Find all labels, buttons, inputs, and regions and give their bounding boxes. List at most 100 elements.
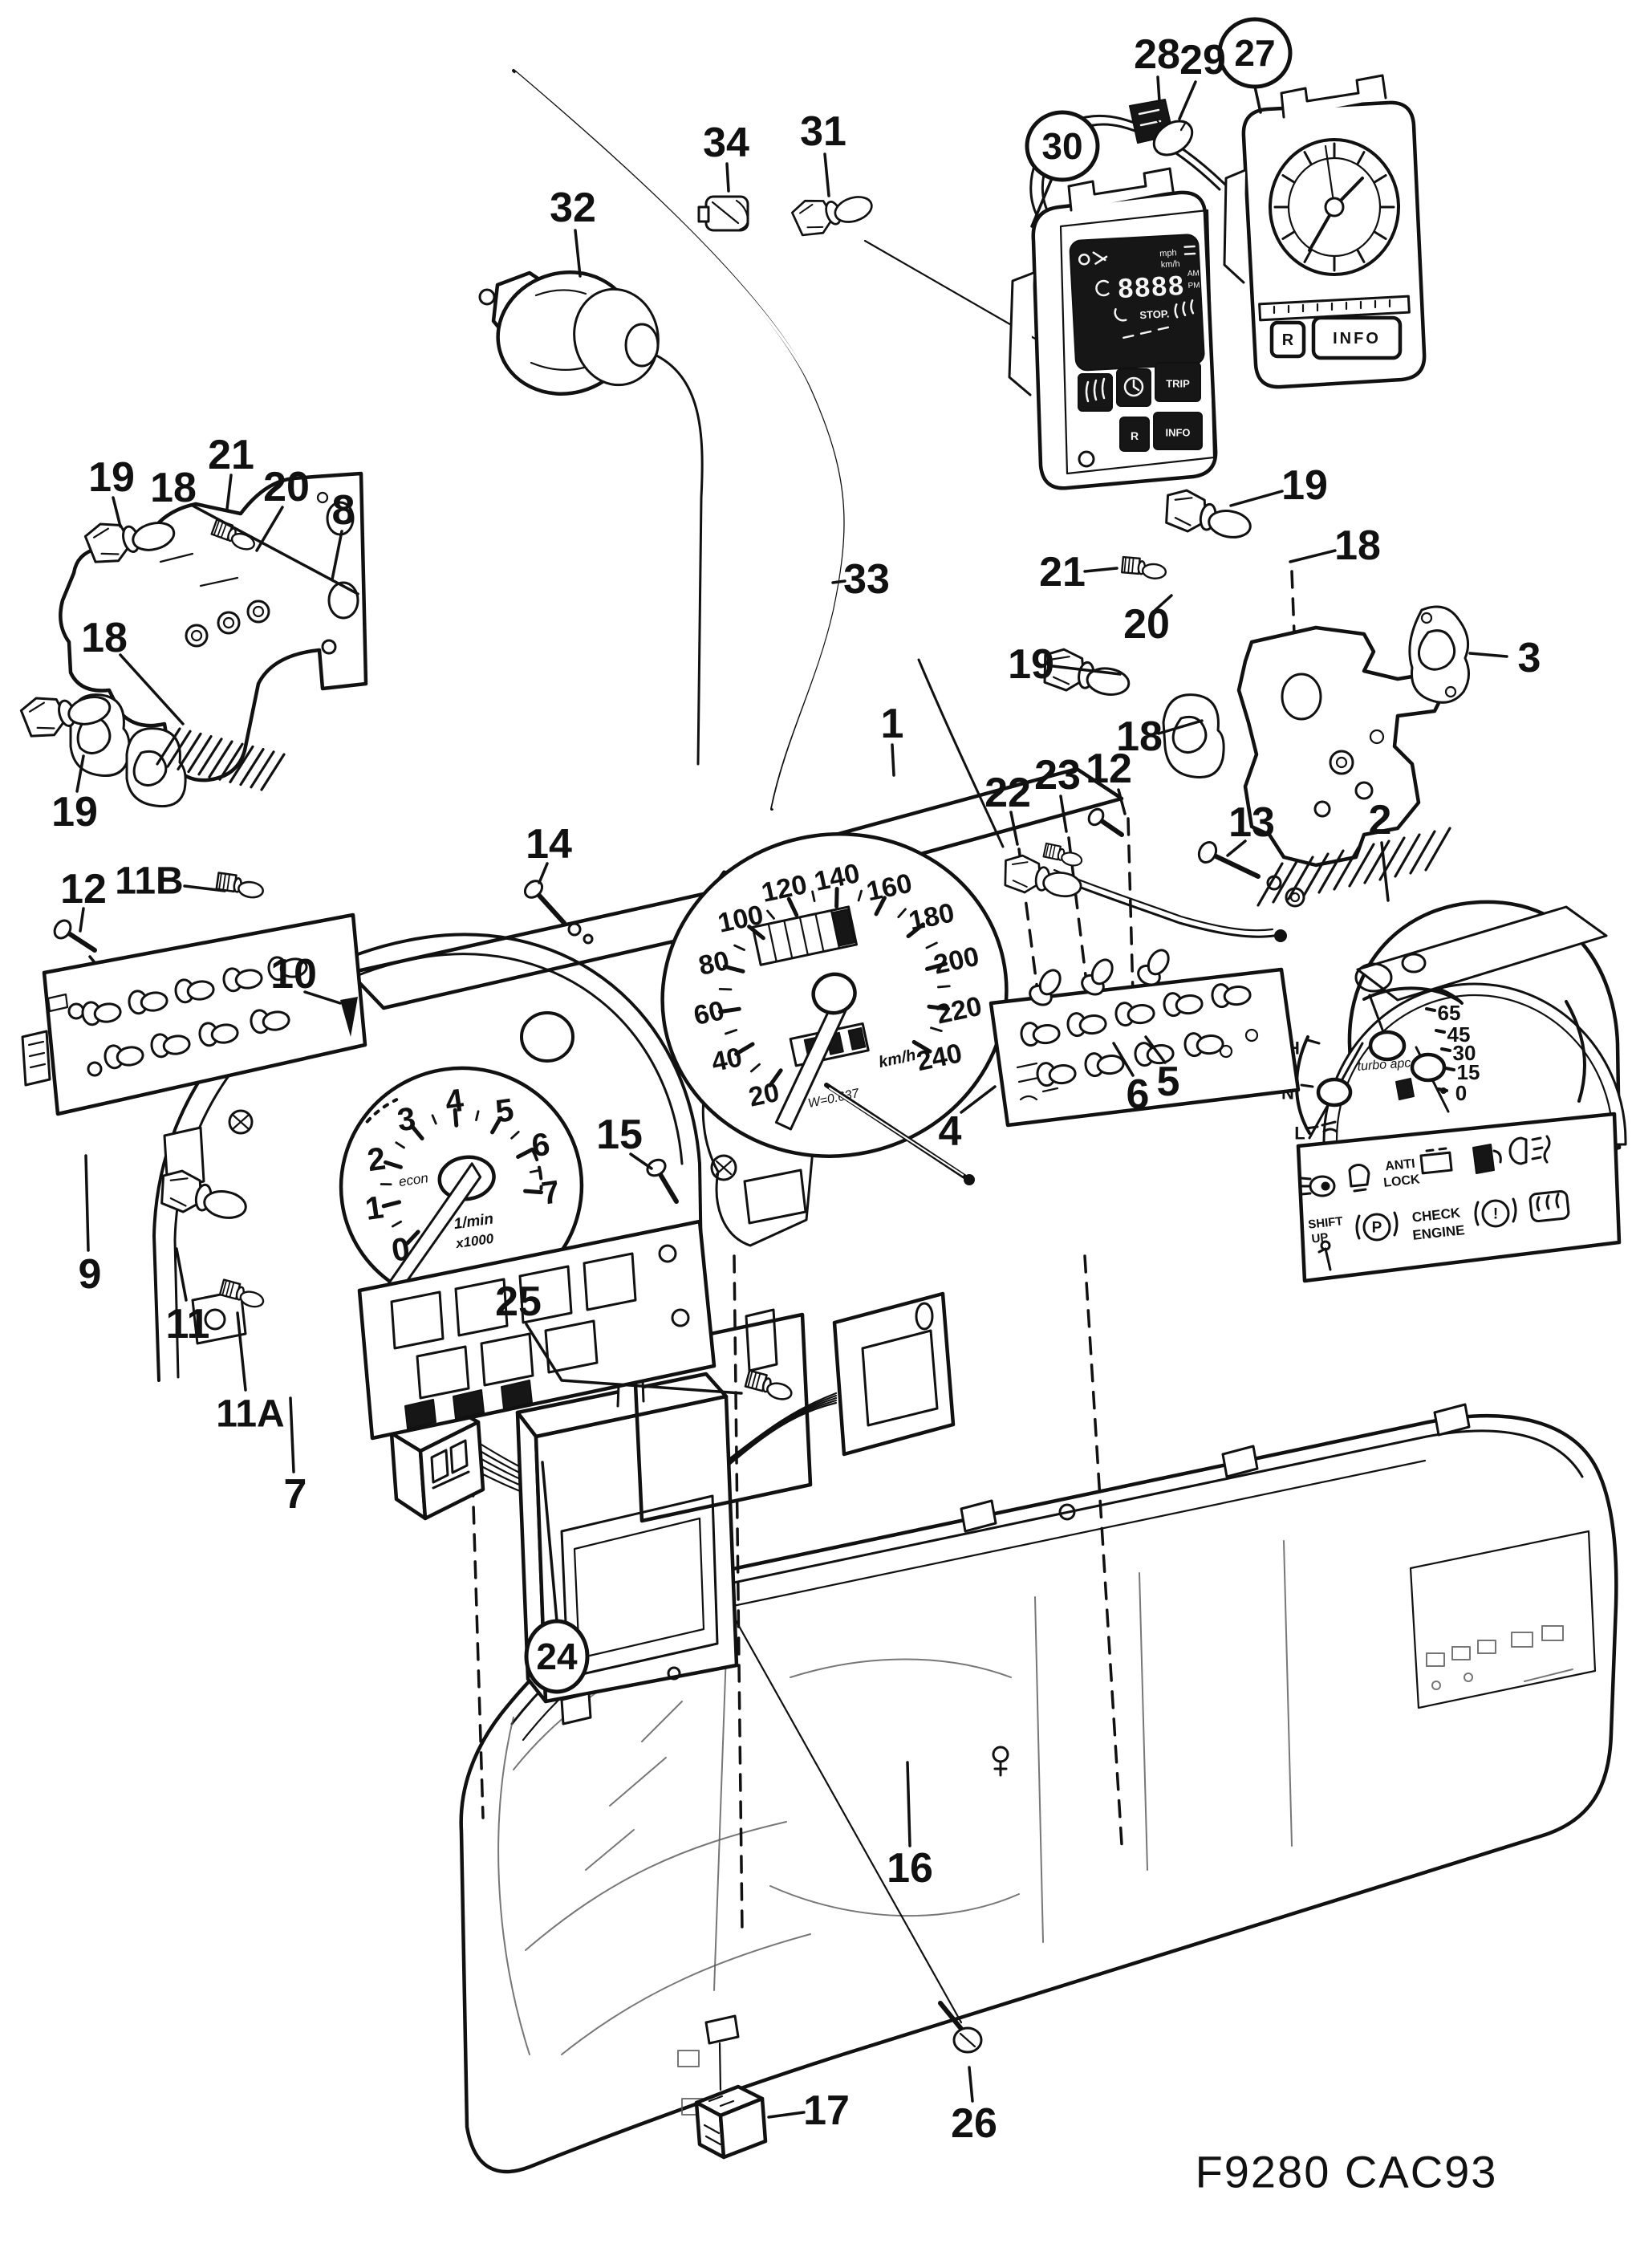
pcb-bulb: [250, 1009, 290, 1034]
instrument-bulb-31: [863, 239, 1037, 340]
callout-24: 24: [524, 1461, 590, 1694]
speedometer-cable: [512, 69, 1005, 848]
callout-17: 17: [767, 2087, 850, 2134]
callout-label-17: 17: [803, 2087, 850, 2134]
callout-label-18: 18: [81, 615, 128, 661]
callout-label-11A: 11A: [216, 1393, 284, 1436]
sid-pm: PM: [1187, 281, 1200, 291]
callout-label-14: 14: [526, 821, 572, 868]
callout-23: 23: [1034, 752, 1081, 833]
bulb-socket: [160, 1169, 247, 1219]
pcb-bulb: [267, 956, 308, 982]
callout-label-1: 1: [881, 701, 904, 747]
callout-label-5: 5: [1157, 1059, 1180, 1105]
callout-3: 3: [1468, 635, 1541, 681]
anti-label: ANTI: [1385, 1157, 1416, 1174]
callout-9: 9: [79, 1154, 102, 1298]
bulb-socket: [1165, 489, 1252, 539]
tach-econ: econ: [398, 1170, 429, 1189]
callout-label-21: 21: [208, 432, 254, 478]
callout-18: 18: [1116, 713, 1204, 760]
callout-27: 27: [1217, 17, 1293, 114]
pcb-bulb: [1084, 1052, 1125, 1078]
callout-label-13: 13: [1228, 799, 1275, 846]
callout-label-19: 19: [51, 789, 98, 835]
screws: [53, 807, 1305, 2054]
bulb-socket: [790, 196, 873, 237]
callouts: 123456789101111A11B121213141516171818181…: [51, 17, 1541, 2147]
screw: [523, 880, 566, 925]
callout-19: 19: [51, 754, 98, 835]
callout-12: 12: [1086, 746, 1132, 815]
bulb-socket: [1004, 854, 1082, 898]
callout-label-11B: 11B: [115, 860, 183, 903]
brake-label: !: [1493, 1206, 1498, 1223]
callout-18: 18: [150, 465, 359, 595]
sid-info-button: INFO: [1165, 427, 1190, 439]
callout-10-arrow: [340, 997, 358, 1037]
callout-label-12: 12: [1086, 746, 1132, 792]
fuel-number: 15: [1457, 1060, 1480, 1084]
sid-trip-button: TRIP: [1166, 378, 1190, 390]
callout-label-19: 19: [1008, 641, 1054, 688]
callout-21: 21: [1039, 549, 1118, 595]
fuel-number: 65: [1438, 1001, 1461, 1025]
flex-strip-right: [1256, 827, 1451, 907]
shift-label: SHIFT: [1308, 1214, 1344, 1231]
callout-18: 18: [1289, 522, 1381, 569]
warning-icons-row2: [1317, 1189, 1570, 1271]
screw: [53, 919, 97, 953]
callout-5: 5: [1144, 1035, 1180, 1105]
pcb-bulb: [1163, 992, 1204, 1018]
pcb-bulb: [222, 967, 263, 993]
sid-digits: 8888: [1117, 270, 1186, 304]
pcb-bulbs: [81, 949, 1252, 1087]
bulbs-and-sockets: [19, 196, 1252, 1400]
sid-module: mph km/h 8888 AM PM STOP. TRIP R INFO: [1008, 99, 1227, 490]
dial-number: 80: [696, 945, 732, 982]
callout-19: 19: [1008, 641, 1122, 688]
callout-label-3: 3: [1518, 635, 1541, 681]
callout-label-23: 23: [1034, 752, 1081, 799]
pcb-bulb: [1081, 958, 1114, 996]
callout-15: 15: [596, 1112, 653, 1170]
screw: [646, 1158, 679, 1204]
sid-unit1: mph: [1159, 248, 1177, 258]
callout-label-24: 24: [536, 1636, 578, 1677]
callout-label-22: 22: [984, 770, 1031, 816]
clock-module: R INFO: [1223, 74, 1427, 389]
bulb-carrier-pcb-left: [21, 912, 367, 1116]
callout-label-11: 11: [166, 1301, 210, 1347]
pcb-bulb: [1029, 969, 1062, 1006]
pcb-bulb: [1211, 983, 1252, 1009]
callout-label-19: 19: [1281, 462, 1328, 509]
callout-label-18: 18: [1116, 713, 1163, 760]
sid-stop: STOP.: [1139, 307, 1170, 321]
callout-31: 31: [800, 108, 846, 197]
pcb-bulb: [1036, 1062, 1077, 1087]
callout-label-34: 34: [703, 120, 749, 166]
dial-number: 20: [746, 1077, 782, 1113]
up-label: UP: [1311, 1230, 1330, 1246]
callout-6: 6: [1112, 1042, 1149, 1118]
callout-29: 29: [1178, 37, 1226, 120]
callout-11B: 11B: [115, 860, 226, 903]
figure-code: F9280 CAC93: [1196, 2147, 1498, 2197]
right-bulb-bracket: [1162, 605, 1470, 907]
callout-label-10: 10: [270, 951, 317, 998]
callout-label-9: 9: [79, 1251, 102, 1298]
callout-26: 26: [951, 2066, 997, 2147]
callout-label-32: 32: [550, 185, 596, 231]
flex-strip: [156, 727, 286, 791]
pcb-bulb: [174, 978, 215, 1004]
fuel-number: 30: [1453, 1041, 1476, 1065]
callout-18: 18: [81, 615, 185, 726]
callout-label-25: 25: [495, 1278, 542, 1325]
bulb-socket: [1042, 842, 1083, 867]
park-label: P: [1372, 1220, 1382, 1237]
callout-label-7: 7: [284, 1471, 307, 1518]
callout-13: 13: [1226, 799, 1275, 857]
fuel-number: 45: [1447, 1022, 1471, 1047]
